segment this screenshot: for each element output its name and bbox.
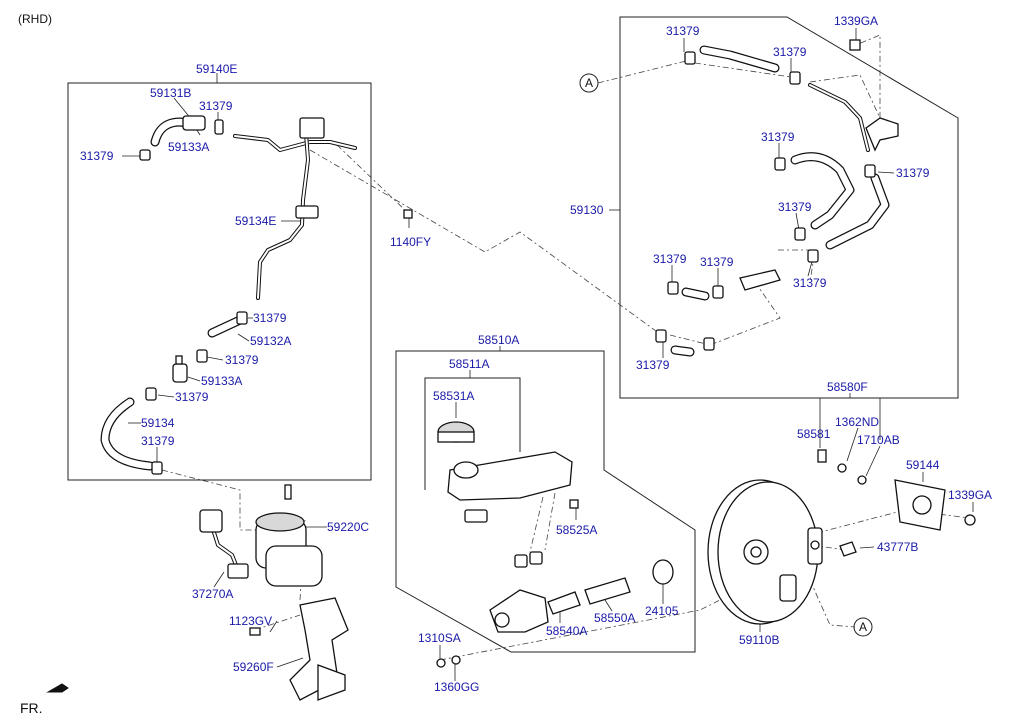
front-direction-arrow-icon	[46, 683, 69, 693]
part-label-59220C: 59220C	[327, 520, 369, 534]
part-label-1360GG: 1360GG	[434, 680, 479, 694]
vacuum-hose-assembly-59140E	[100, 115, 413, 475]
reference-circle-a-bottom	[853, 617, 873, 637]
part-label-59144: 59144	[906, 458, 940, 472]
part-label-31379: 31379	[896, 166, 930, 180]
part-label-59134: 59134	[141, 416, 175, 430]
front-direction-label: FR.	[20, 700, 43, 716]
part-label-31379: 31379	[666, 24, 700, 38]
box-59130	[619, 16, 959, 399]
part-label-31379: 31379	[636, 358, 670, 372]
part-label-59260F: 59260F	[233, 660, 274, 674]
part-label-31379: 31379	[700, 255, 734, 269]
box-59140E	[67, 82, 372, 481]
part-label-31379: 31379	[761, 130, 795, 144]
group-boxes	[67, 16, 959, 653]
part-label-37270A: 37270A	[192, 587, 233, 601]
variant-label: (RHD)	[18, 12, 52, 26]
master-cylinder-group-58510A	[436, 421, 674, 668]
part-label-58550A: 58550A	[594, 611, 635, 625]
part-label-59134E: 59134E	[235, 214, 276, 228]
part-label-59131B: 59131B	[150, 86, 191, 100]
part-label-59132A: 59132A	[250, 334, 291, 348]
part-label-43777B: 43777B	[877, 540, 918, 554]
part-label-59130: 59130	[570, 203, 604, 217]
part-label-31379: 31379	[778, 200, 812, 214]
part-label-1310SA: 1310SA	[418, 631, 461, 645]
part-label-59133A: 59133A	[201, 374, 242, 388]
part-label-31379: 31379	[253, 311, 287, 325]
part-label-58531A: 58531A	[433, 389, 474, 403]
part-label-58525A: 58525A	[556, 523, 597, 537]
box-58511A-frame	[424, 377, 521, 490]
part-label-59133A: 59133A	[168, 140, 209, 154]
labels: (RHD) FR. A A 59140E 59131B 31379 59133A…	[18, 12, 992, 716]
reference-marker-a-top: A	[585, 76, 593, 90]
part-label-1123GV: 1123GV	[229, 614, 272, 628]
booster-hose-assembly-59130	[655, 39, 899, 357]
part-label-58580F: 58580F	[827, 380, 868, 394]
part-label-31379: 31379	[225, 353, 259, 367]
part-label-1339GA: 1339GA	[834, 14, 878, 28]
part-label-24105: 24105	[645, 604, 679, 618]
part-label-31379: 31379	[773, 45, 807, 59]
part-label-1362ND: 1362ND	[835, 415, 879, 429]
part-label-59140E: 59140E	[196, 62, 237, 76]
brake-booster-59110B	[707, 449, 976, 625]
part-label-31379: 31379	[653, 252, 687, 266]
box-58510A	[395, 350, 696, 653]
part-label-31379: 31379	[141, 434, 175, 448]
reference-circle-a-top	[579, 73, 599, 93]
part-label-31379: 31379	[80, 149, 114, 163]
part-label-31379: 31379	[793, 276, 827, 290]
part-label-59110B: 59110B	[739, 633, 779, 647]
pump-bracket-59260F	[249, 597, 349, 701]
part-label-1339GA: 1339GA	[948, 488, 992, 502]
part-label-58511A: 58511A	[449, 357, 489, 371]
part-label-1710AB: 1710AB	[857, 433, 900, 447]
vacuum-pump-59220C	[199, 484, 323, 587]
part-label-58540A: 58540A	[546, 624, 587, 638]
part-label-31379: 31379	[175, 390, 209, 404]
part-label-31379: 31379	[199, 99, 233, 113]
part-label-58581: 58581	[797, 427, 831, 441]
part-label-58510A: 58510A	[478, 333, 519, 347]
part-label-1140FY: 1140FY	[390, 235, 431, 249]
reference-marker-a-bottom: A	[859, 620, 867, 634]
